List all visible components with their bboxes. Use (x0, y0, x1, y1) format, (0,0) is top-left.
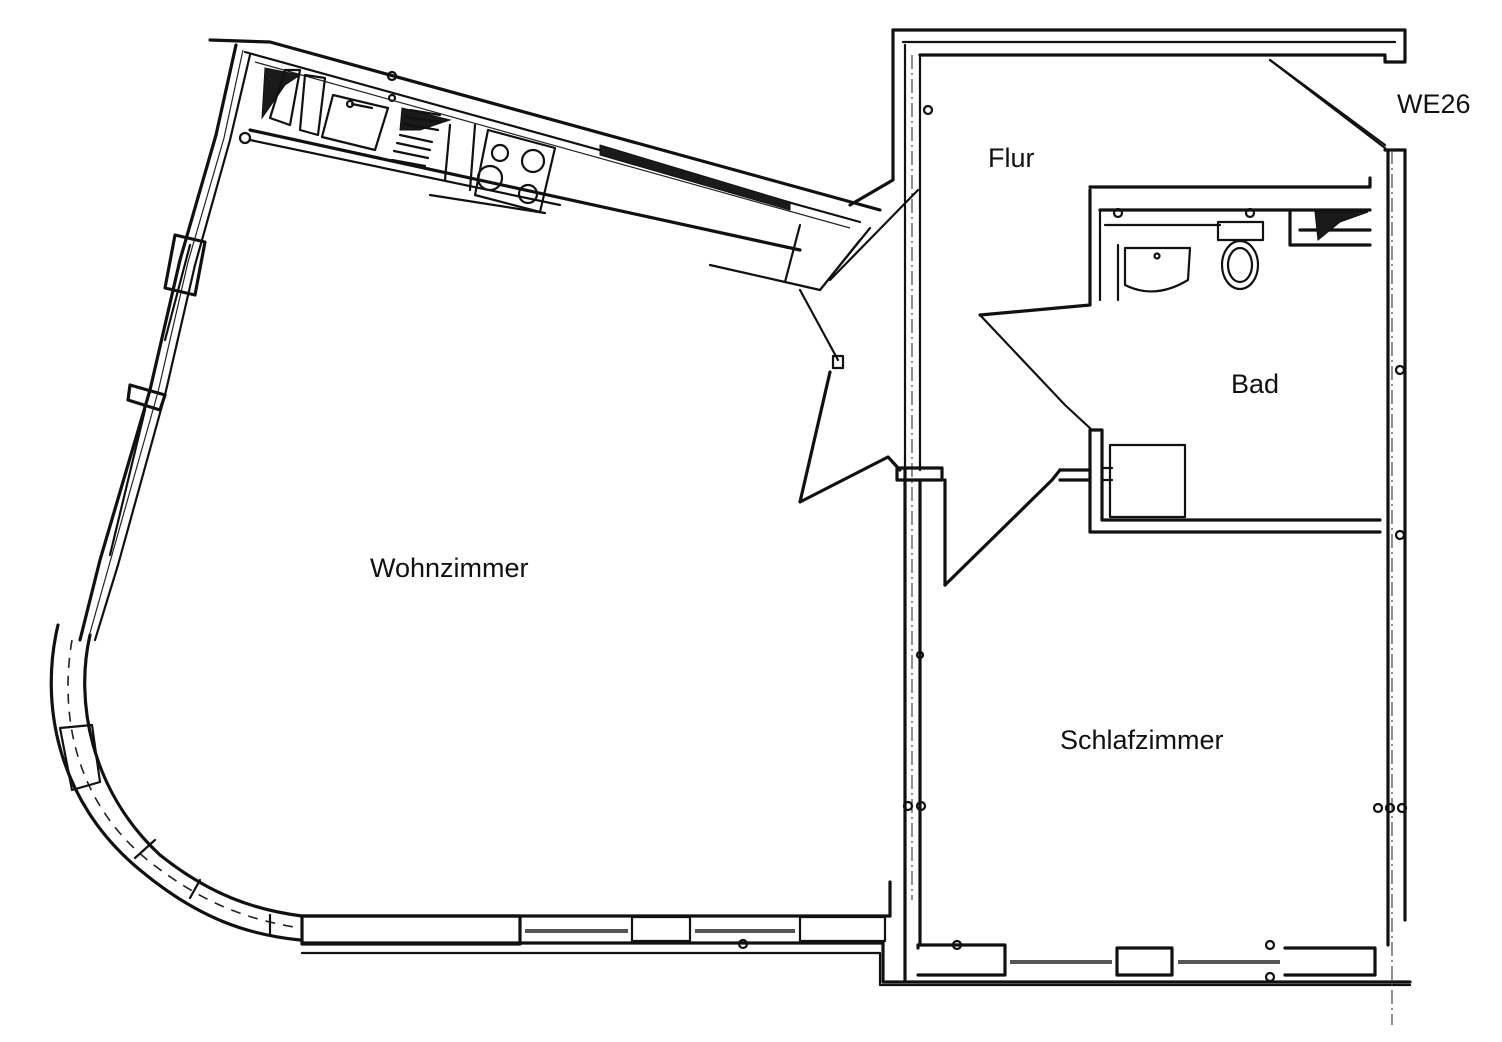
door-schlafzimmer (943, 468, 1062, 587)
bottom-wall (300, 880, 1412, 987)
left-wall (78, 43, 252, 642)
dishwasher-icon (390, 108, 442, 168)
room-label-flur: Flur (988, 143, 1035, 173)
room-label-bad: Bad (1231, 369, 1280, 399)
right-wall (1372, 148, 1408, 1025)
door-entry (1268, 58, 1387, 150)
room-label-schlafzimmer: Schlafzimmer (1060, 725, 1224, 755)
partition-wall-vertical (828, 28, 1407, 982)
stove-icon (473, 128, 557, 214)
curved-wall (49, 623, 304, 942)
bathroom-walls (978, 176, 1382, 534)
unit-label: WE26 (1397, 89, 1471, 119)
door-wohnzimmer (798, 288, 902, 504)
toilet-icon (1216, 220, 1265, 291)
washbasin-icon (1116, 243, 1192, 302)
room-label-wohnzimmer: Wohnzimmer (370, 553, 529, 583)
kitchen-fixtures (238, 68, 557, 214)
sink-icon (320, 93, 390, 152)
shower-icon (1100, 443, 1187, 519)
kitchen-wall (208, 38, 882, 292)
